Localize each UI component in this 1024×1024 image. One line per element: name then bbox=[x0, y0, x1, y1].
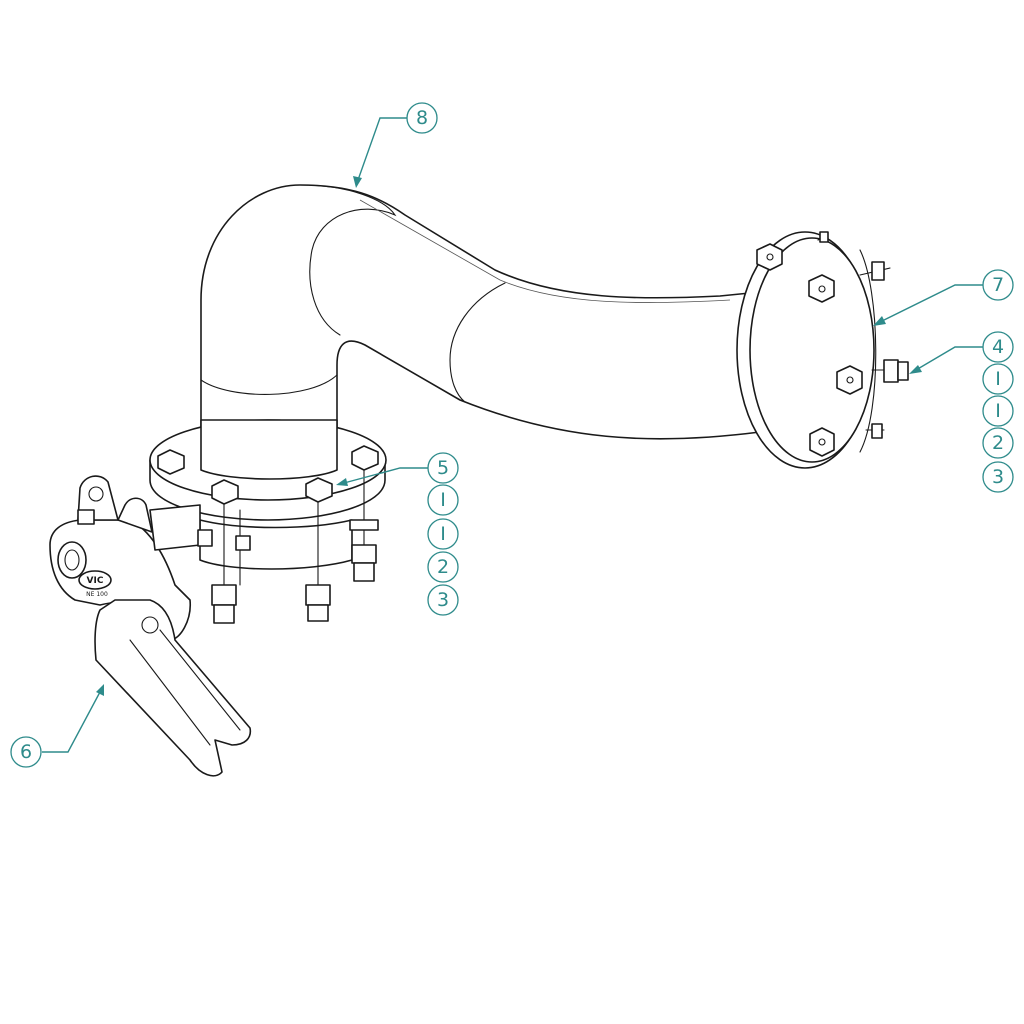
nut bbox=[897, 361, 909, 381]
nut bbox=[883, 359, 899, 383]
callout-4-label-4: 2 bbox=[992, 432, 1004, 454]
right-flange-face bbox=[749, 237, 875, 463]
lower-flange-bolt-heads bbox=[157, 445, 379, 505]
band-latch bbox=[235, 535, 251, 551]
nut bbox=[305, 584, 331, 606]
nut bbox=[307, 604, 329, 622]
callout-5-label-5: 3 bbox=[437, 589, 449, 611]
mating-plate bbox=[199, 519, 353, 570]
callout-6-label: 6 bbox=[20, 741, 32, 763]
lower-flange-studs bbox=[211, 469, 379, 624]
lever-edge bbox=[129, 639, 211, 746]
bolt-head bbox=[305, 477, 333, 503]
callout-5-balloon-5 bbox=[427, 584, 459, 616]
clamp-eye-inner bbox=[64, 549, 80, 571]
callout-5-stack: 5 I I 2 3 bbox=[336, 452, 459, 616]
callout-7-balloon bbox=[982, 269, 1014, 301]
callout-8-leader bbox=[357, 117, 408, 181]
bolt-head bbox=[836, 365, 863, 395]
callout-6-arrowhead bbox=[96, 684, 104, 696]
callout-7: 7 bbox=[873, 269, 1014, 326]
bolt-head-mark bbox=[818, 438, 826, 446]
callout-7-label: 7 bbox=[992, 274, 1004, 296]
lever-handle bbox=[94, 599, 252, 777]
callout-4-leader bbox=[915, 346, 983, 371]
lug-hole bbox=[88, 486, 104, 502]
callout-4-balloon-4 bbox=[982, 427, 1014, 459]
callout-5-arrowhead bbox=[336, 478, 348, 486]
nut bbox=[353, 562, 375, 582]
nut bbox=[213, 604, 235, 624]
clamp-logo-plate bbox=[78, 570, 112, 590]
callout-4-label-2: I bbox=[995, 368, 1001, 390]
right-flange-studs bbox=[817, 231, 909, 439]
bolt-head bbox=[211, 479, 239, 505]
bolt-head-mark bbox=[766, 253, 774, 261]
callout-6-balloon bbox=[10, 736, 42, 768]
band-latch bbox=[197, 529, 213, 547]
right-flange-edge bbox=[859, 249, 877, 453]
callout-5-balloon-4 bbox=[427, 551, 459, 583]
clamp-band bbox=[149, 504, 201, 551]
nut bbox=[211, 584, 237, 606]
callout-7-arrowhead bbox=[873, 316, 886, 326]
bolt-head bbox=[351, 445, 379, 471]
clamp-eye bbox=[57, 541, 87, 579]
clamp-lever: VIC NE 100 bbox=[49, 475, 252, 777]
callout-5-leader bbox=[343, 467, 428, 484]
callout-4-label-5: 3 bbox=[992, 466, 1004, 488]
nut bbox=[351, 544, 377, 564]
callout-5-balloon-1 bbox=[427, 452, 459, 484]
clamp-logo-model: NE 100 bbox=[86, 591, 108, 598]
riser-base bbox=[200, 419, 338, 480]
callout-4-stack: 4 I I 2 3 bbox=[909, 331, 1014, 493]
callout-5-balloon-3 bbox=[427, 518, 459, 550]
pipe-highlight bbox=[359, 199, 731, 304]
clamp-lug bbox=[77, 475, 119, 521]
callout-4-balloon-1 bbox=[982, 331, 1014, 363]
right-flange-bolt-heads bbox=[756, 243, 863, 457]
lever-edge bbox=[159, 629, 241, 731]
callout-5-label-4: 2 bbox=[437, 556, 449, 578]
nut bbox=[819, 231, 829, 243]
lever-pivot bbox=[141, 616, 159, 634]
right-flange bbox=[736, 231, 909, 469]
callout-4-balloon-2 bbox=[982, 363, 1014, 395]
callout-5-balloon-2 bbox=[427, 484, 459, 516]
callout-4-arrowhead bbox=[909, 365, 922, 374]
nut bbox=[871, 423, 883, 439]
callout-4-label-3: I bbox=[995, 400, 1001, 422]
elbow-segment bbox=[299, 184, 397, 336]
bend-segment bbox=[449, 282, 506, 403]
nut bbox=[349, 519, 379, 531]
bolt-head bbox=[756, 243, 783, 271]
callout-4-label-1: 4 bbox=[992, 336, 1004, 358]
bolt-head bbox=[809, 427, 835, 457]
nut bbox=[871, 261, 885, 281]
callout-7-leader bbox=[879, 284, 983, 323]
clamp-lug-2 bbox=[117, 497, 153, 533]
callout-4-balloon-3 bbox=[982, 395, 1014, 427]
callout-4-balloon-5 bbox=[982, 461, 1014, 493]
bolt-head bbox=[157, 449, 185, 475]
callout-5-label-2: I bbox=[440, 489, 446, 511]
callout-8: 8 bbox=[353, 102, 438, 188]
lower-flange bbox=[149, 419, 387, 624]
bolt-head-mark bbox=[846, 376, 854, 384]
callout-8-balloon bbox=[406, 102, 438, 134]
callout-5-label-3: I bbox=[440, 523, 446, 545]
callout-8-arrowhead bbox=[353, 176, 362, 188]
callout-8-label: 8 bbox=[416, 107, 428, 129]
callout-6: 6 bbox=[10, 684, 104, 768]
bolt-head-mark bbox=[818, 285, 826, 293]
bolt-head bbox=[808, 274, 835, 303]
clamp-logo-brand: VIC bbox=[87, 576, 104, 586]
callout-6-leader bbox=[42, 691, 101, 753]
riser-seam bbox=[200, 374, 338, 395]
clamp-bolt bbox=[77, 509, 95, 525]
callout-5-label-1: 5 bbox=[437, 457, 449, 479]
